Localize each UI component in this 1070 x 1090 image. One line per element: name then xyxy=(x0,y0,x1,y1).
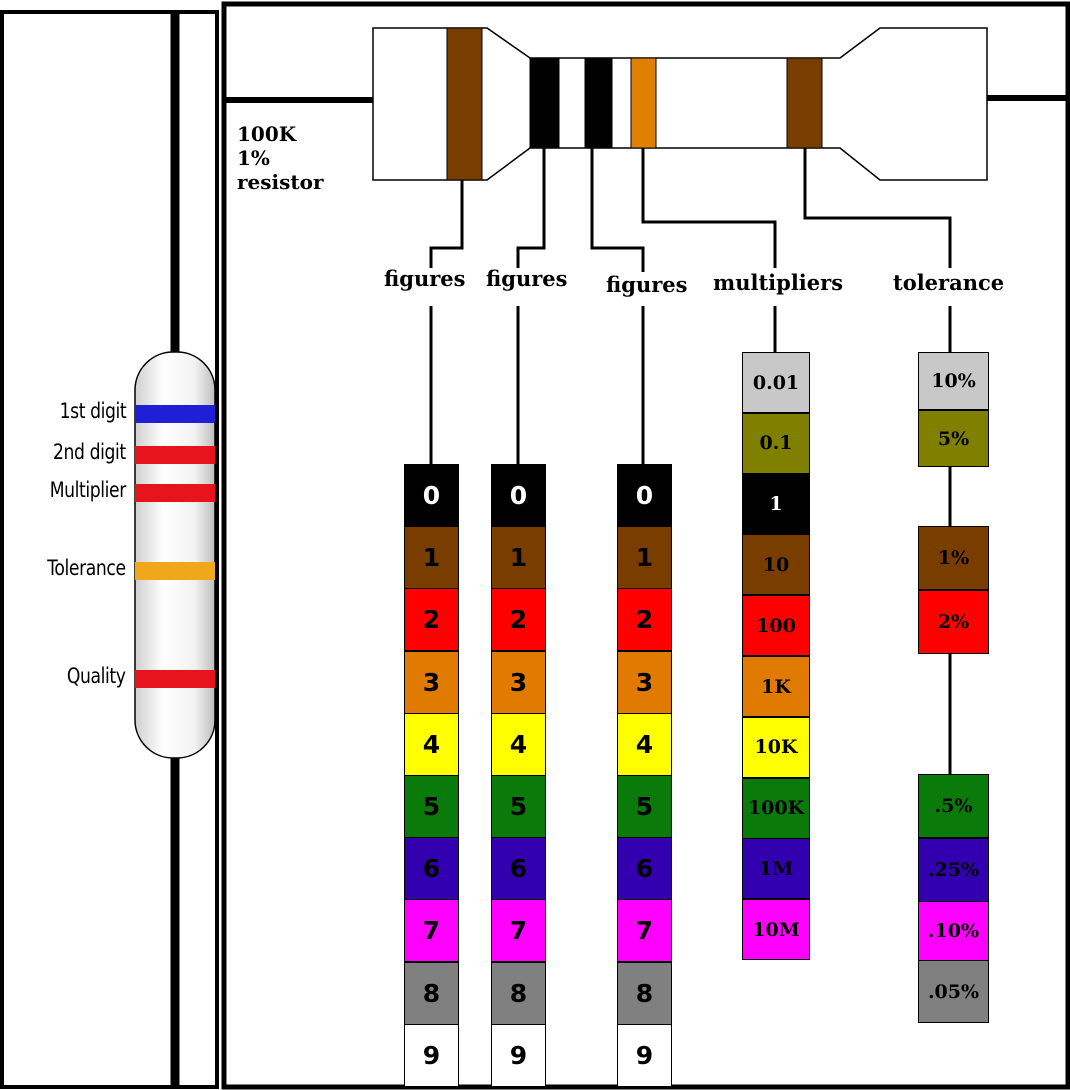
tolerance-cell: .25% xyxy=(918,838,989,902)
left-band-second-digit xyxy=(135,446,215,464)
multiplier-cell: 100K xyxy=(742,777,810,839)
figures-2-cell: 6 xyxy=(491,837,546,901)
tolerance-cell: 5% xyxy=(918,410,989,467)
connector-line xyxy=(803,148,952,268)
multiplier-cell: 0.1 xyxy=(742,412,810,474)
left-panel-border xyxy=(0,10,219,1089)
figures-3-cell: 0 xyxy=(617,464,672,527)
header-figures-3: figures xyxy=(606,272,688,297)
connector-line xyxy=(516,148,546,268)
main-band-multiplier xyxy=(630,57,657,149)
main-band-first xyxy=(446,27,483,181)
main-panel-border xyxy=(221,1,1070,1090)
main-band-second xyxy=(529,57,560,149)
header-tolerance: tolerance xyxy=(893,270,1005,295)
figures-1-cell: 3 xyxy=(404,650,459,714)
figures-1-cell: 7 xyxy=(404,899,459,963)
figures-1-cell: 1 xyxy=(404,526,459,590)
connector-line xyxy=(590,148,645,272)
tolerance-cell: .10% xyxy=(918,901,989,961)
resistor-caption: 100K 1% resistor xyxy=(237,122,324,194)
left-band-tolerance xyxy=(135,562,215,580)
figures-2-cell: 7 xyxy=(491,899,546,963)
header-figures-1: figures xyxy=(384,266,466,291)
left-band-multiplier xyxy=(135,484,215,502)
tolerance-cell: .5% xyxy=(918,774,989,838)
figures-3-cell: 2 xyxy=(617,588,672,652)
figures-1-cell: 5 xyxy=(404,775,459,838)
figures-3-cell: 7 xyxy=(617,899,672,963)
caption-word: resistor xyxy=(237,170,324,194)
multiplier-cell: 100 xyxy=(742,595,810,657)
connector-line xyxy=(429,180,464,268)
figures-3-cell: 9 xyxy=(617,1023,672,1087)
caption-tolerance: 1% xyxy=(237,146,270,170)
left-label-second-digit: 2nd digit xyxy=(53,440,126,464)
main-band-third xyxy=(584,57,613,149)
multiplier-cell: 10K xyxy=(742,716,810,778)
figures-3-cell: 8 xyxy=(617,961,672,1025)
multiplier-cell: 1K xyxy=(742,656,810,717)
left-label-multiplier: Multiplier xyxy=(49,478,127,502)
left-label-first-digit: 1st digit xyxy=(59,399,126,423)
header-figures-2: figures xyxy=(486,266,568,291)
figures-1-cell: 0 xyxy=(404,464,459,527)
multiplier-cell: 10 xyxy=(742,534,810,596)
main-band-tolerance xyxy=(786,57,823,149)
header-multipliers: multipliers xyxy=(713,270,844,295)
multiplier-cell: 10M xyxy=(742,899,810,961)
left-band-first-digit xyxy=(135,405,215,423)
figures-2-cell: 9 xyxy=(491,1023,546,1087)
figures-2-cell: 3 xyxy=(491,650,546,714)
figures-1-cell: 4 xyxy=(404,712,459,776)
figures-2-cell: 8 xyxy=(491,961,546,1025)
figures-3-cell: 1 xyxy=(617,526,672,590)
connector-line xyxy=(641,148,777,268)
left-label-quality: Quality xyxy=(67,664,126,688)
figures-1-cell: 8 xyxy=(404,961,459,1025)
tolerance-cell: 10% xyxy=(918,352,989,410)
figures-2-cell: 4 xyxy=(491,712,546,776)
figures-3-cell: 5 xyxy=(617,775,672,838)
left-label-tolerance: Tolerance xyxy=(47,556,127,580)
figures-2-cell: 2 xyxy=(491,588,546,652)
figures-1-cell: 2 xyxy=(404,588,459,652)
tolerance-cell: 2% xyxy=(918,590,989,654)
left-band-quality xyxy=(135,670,215,688)
figures-1-cell: 9 xyxy=(404,1023,459,1087)
multiplier-cell: 1 xyxy=(742,473,810,535)
figures-3-cell: 6 xyxy=(617,837,672,901)
multiplier-cell: 0.01 xyxy=(742,352,810,413)
tolerance-cell: .05% xyxy=(918,960,989,1023)
figures-2-cell: 0 xyxy=(491,464,546,527)
figures-2-cell: 5 xyxy=(491,775,546,838)
figures-3-cell: 4 xyxy=(617,712,672,776)
figures-1-cell: 6 xyxy=(404,837,459,901)
figures-2-cell: 1 xyxy=(491,526,546,590)
figures-3-cell: 3 xyxy=(617,650,672,714)
multiplier-cell: 1M xyxy=(742,838,810,900)
caption-value: 100K xyxy=(237,122,297,146)
tolerance-cell: 1% xyxy=(918,526,989,590)
